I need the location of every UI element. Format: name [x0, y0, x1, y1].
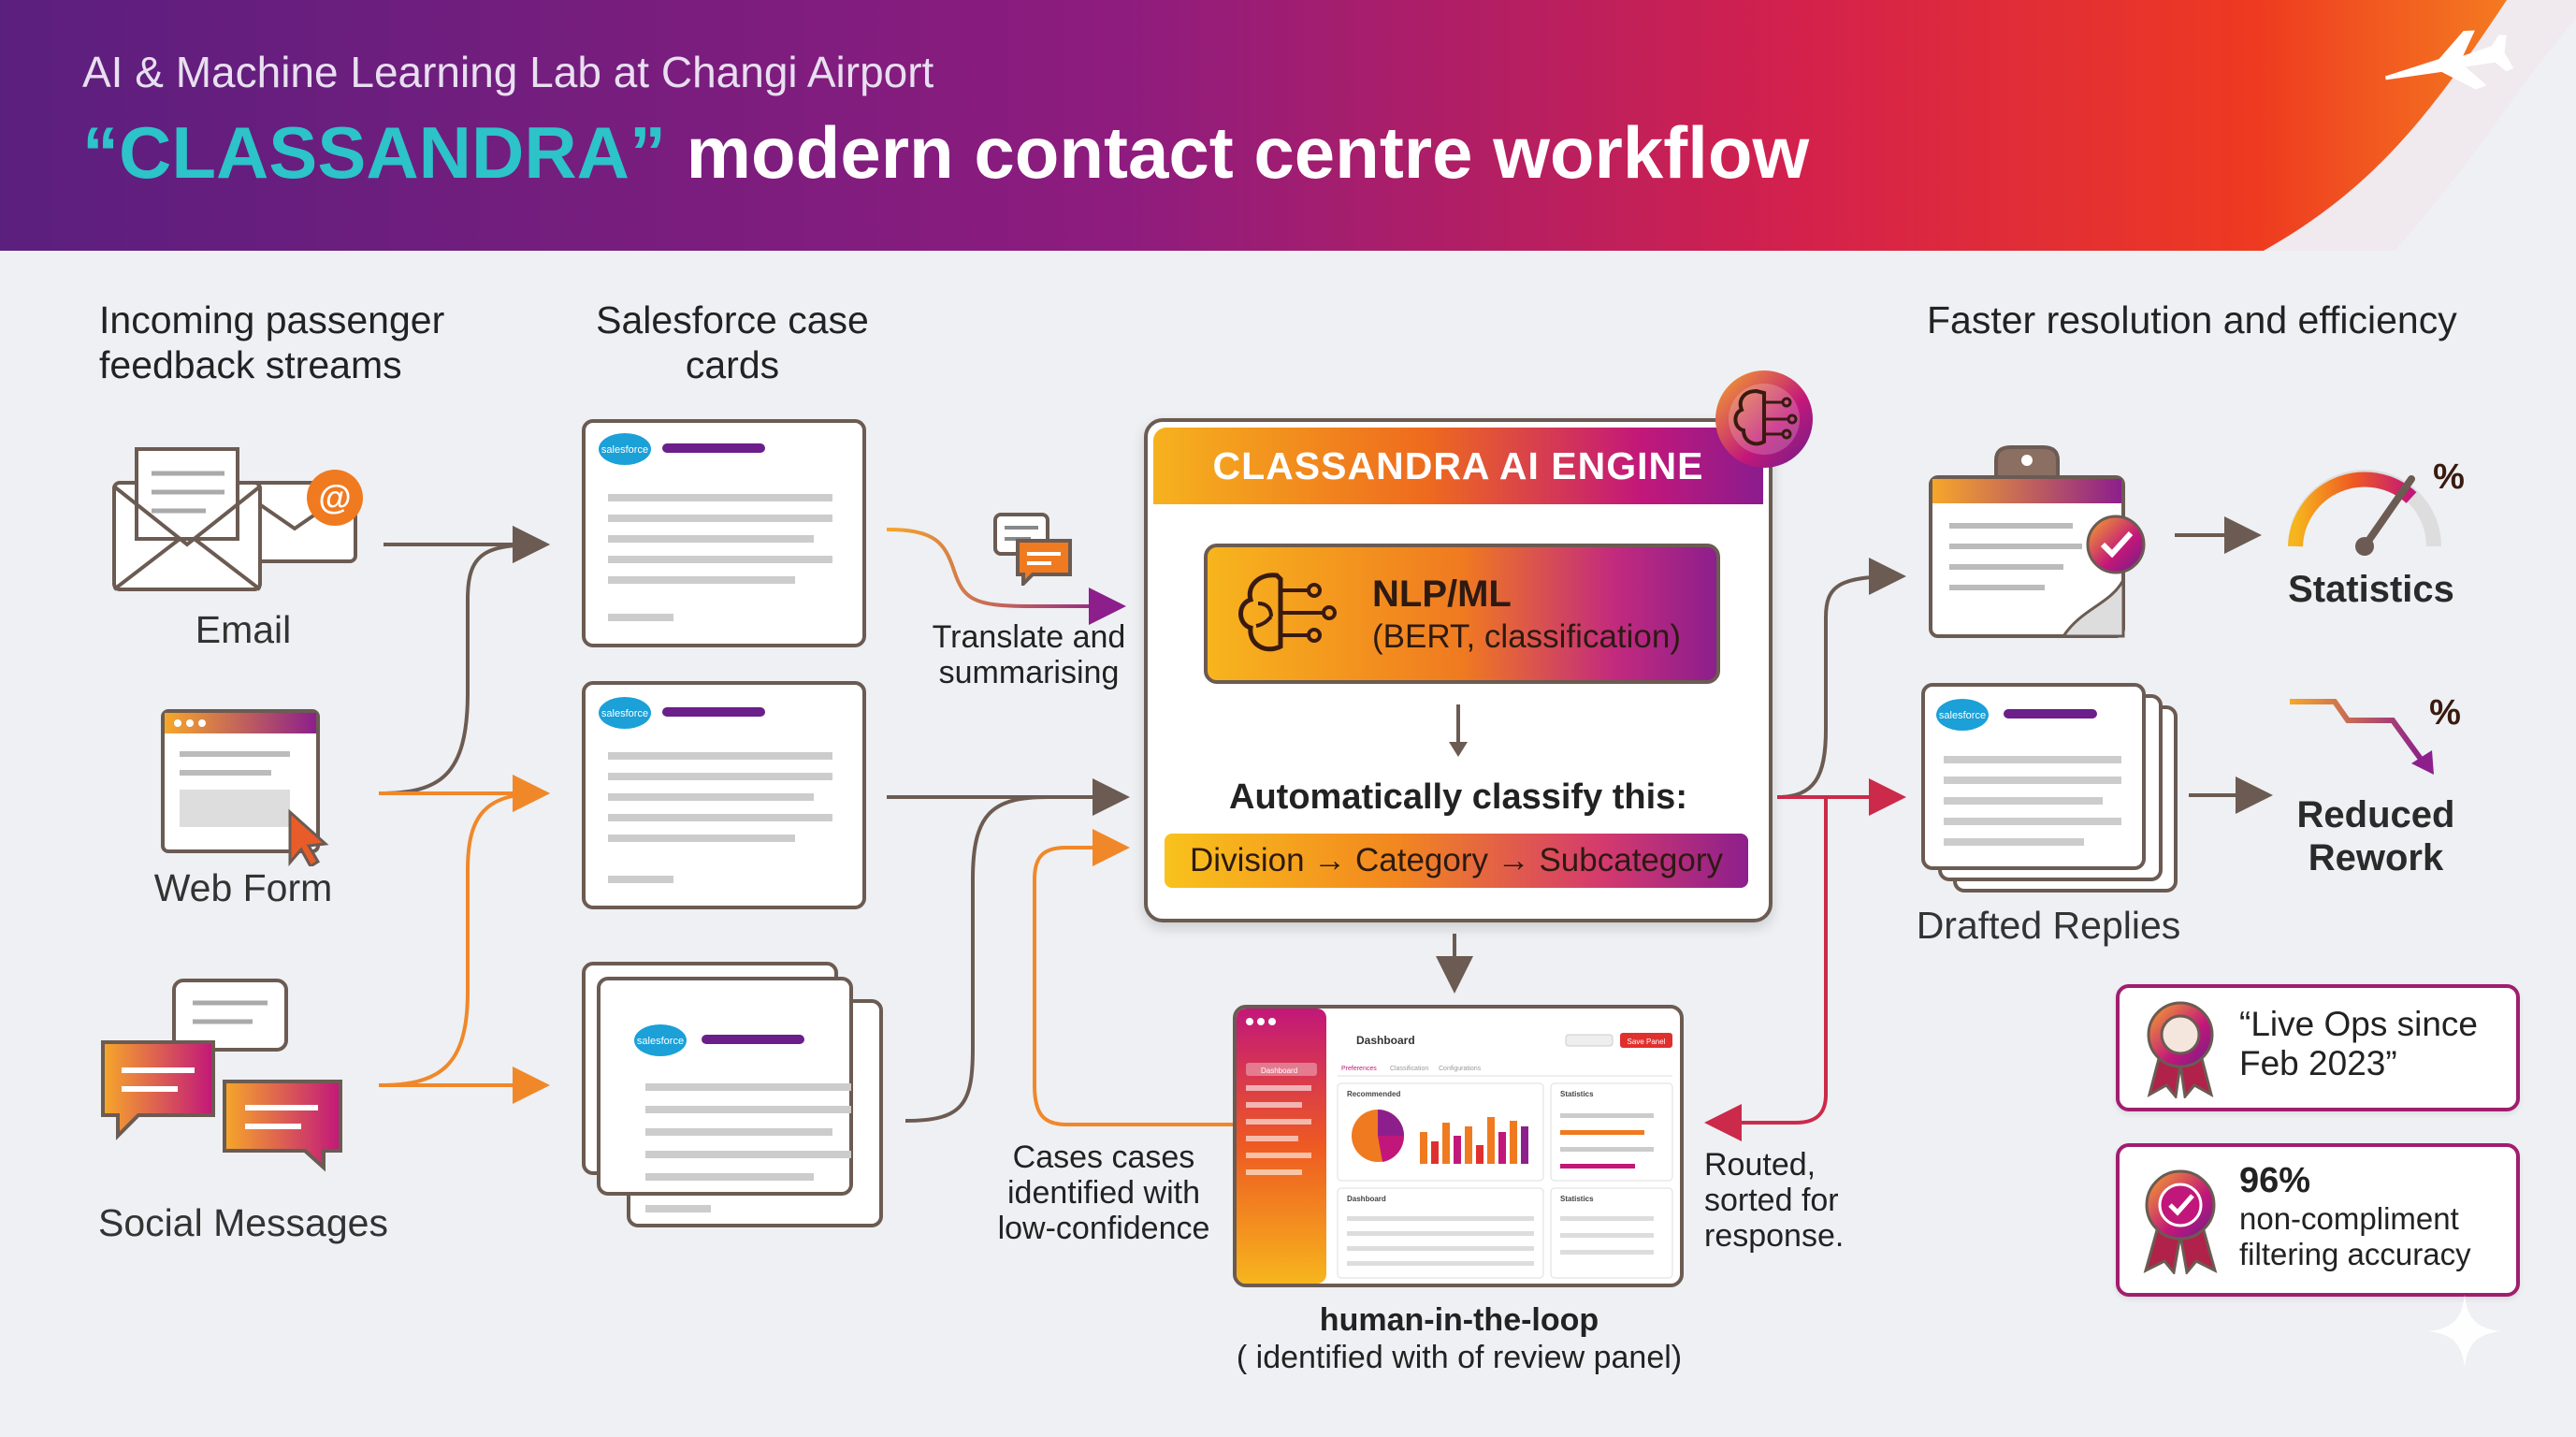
- review-panel-header: Dashboard: [1356, 1034, 1415, 1047]
- web-form-icon: [161, 709, 329, 866]
- header-title: “CLASSANDRA” modern contact centre workf…: [82, 110, 1809, 196]
- review-panel-screenshot: Dashboard Save Panel Dashboard Preferenc…: [1233, 1005, 1684, 1287]
- award-check-icon: [2143, 1169, 2218, 1274]
- sparkle-icon: [2428, 1295, 2501, 1368]
- statistics-label: Statistics: [2288, 569, 2454, 610]
- header-title-quoted: “CLASSANDRA”: [82, 111, 666, 194]
- down-arrow-icon: [1449, 704, 1468, 757]
- salesforce-heading: Salesforce case cards: [596, 298, 869, 386]
- accuracy-value: 96%: [2239, 1161, 2311, 1200]
- classandra-ai-engine: CLASSANDRA AI ENGINE NLP/ML (BERT, class…: [1144, 418, 1773, 922]
- svg-text:Classification: Classification: [1390, 1066, 1428, 1072]
- salesforce-case-card-2: salesforce: [582, 681, 866, 909]
- chat-translate-icon: [993, 513, 1072, 586]
- header-subtitle: AI & Machine Learning Lab at Changi Airp…: [82, 48, 934, 96]
- nlp-title: NLP/ML: [1372, 573, 1512, 615]
- svg-text:Statistics: Statistics: [1560, 1195, 1594, 1203]
- svg-text:salesforce: salesforce: [601, 444, 648, 456]
- accuracy-badge: 96% non-compliment filtering accuracy: [2116, 1143, 2520, 1297]
- svg-text:Dashboard: Dashboard: [1347, 1195, 1386, 1203]
- accuracy-text: 96% non-compliment filtering accuracy: [2239, 1160, 2516, 1272]
- svg-text:Dashboard: Dashboard: [1261, 1067, 1297, 1075]
- svg-text:@: @: [318, 478, 351, 516]
- svg-text:Recommended: Recommended: [1347, 1090, 1400, 1098]
- airplane-icon: [2384, 30, 2514, 90]
- clipboard-check-icon: [1929, 445, 2146, 638]
- svg-text:salesforce: salesforce: [1939, 710, 1986, 721]
- reduced-rework-label: Reduced Rework: [2296, 794, 2455, 878]
- trend-down-icon: %: [2290, 693, 2461, 775]
- rework-percent: %: [2429, 693, 2461, 733]
- email-label: Email: [195, 608, 292, 651]
- svg-text:salesforce: salesforce: [637, 1036, 684, 1047]
- low-confidence-label: Cases cases identified with low-confiden…: [997, 1139, 1210, 1246]
- nlp-detail: (BERT, classification): [1372, 618, 1682, 655]
- award-ribbon-icon: [2147, 1001, 2214, 1098]
- email-icon: @: [112, 447, 363, 591]
- classify-title: Automatically classify this:: [1229, 777, 1687, 817]
- header-title-rest: modern contact centre workflow: [666, 111, 1810, 194]
- review-panel-subtitle: ( identified with of review panel): [1236, 1340, 1683, 1375]
- svg-text:Configurations: Configurations: [1439, 1066, 1482, 1072]
- routed-label: Routed, sorted for response.: [1704, 1147, 1845, 1254]
- svg-text:Statistics: Statistics: [1560, 1090, 1594, 1098]
- results-heading: Faster resolution and efficiency: [1927, 298, 2457, 341]
- translate-label: Translate and summarising: [932, 619, 1126, 690]
- statistics-percent: %: [2433, 457, 2465, 497]
- nlp-ml-box: NLP/ML (BERT, classification): [1204, 544, 1720, 684]
- svg-text:Preferences: Preferences: [1341, 1066, 1377, 1072]
- web-form-label: Web Form: [153, 866, 333, 909]
- incoming-heading: Incoming passenger feedback streams: [99, 298, 445, 386]
- salesforce-drafted-stack: salesforce: [1921, 683, 2178, 893]
- engine-title: CLASSANDRA AI ENGINE: [1153, 428, 1763, 504]
- live-ops-text: “Live Ops since Feb 2023”: [2239, 1005, 2478, 1082]
- header-banner: [0, 0, 2576, 251]
- svg-text:Save Panel: Save Panel: [1628, 1038, 1666, 1046]
- live-ops-badge: “Live Ops since Feb 2023”: [2116, 984, 2520, 1111]
- accuracy-label: non-compliment filtering accuracy: [2239, 1201, 2471, 1271]
- classify-path: Division → Category → Subcategory: [1165, 834, 1748, 888]
- ai-brain-badge-icon: [1715, 370, 1813, 468]
- drafted-replies-label: Drafted Replies: [1916, 904, 2181, 947]
- review-panel-title: human-in-the-loop: [1319, 1302, 1599, 1338]
- gauge-icon: %: [2288, 457, 2465, 556]
- salesforce-case-card-1: salesforce: [582, 419, 866, 647]
- svg-text:salesforce: salesforce: [601, 708, 648, 719]
- brain-circuit-icon: [1238, 573, 1337, 652]
- social-messages-icon: [101, 979, 342, 1172]
- social-messages-label: Social Messages: [98, 1201, 388, 1244]
- salesforce-case-card-stack: salesforce: [582, 962, 883, 1227]
